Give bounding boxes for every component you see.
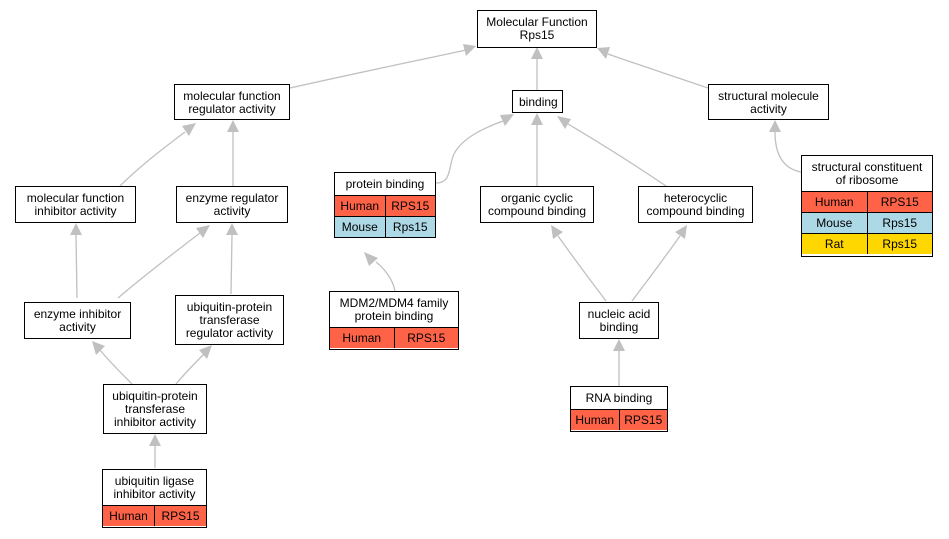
edge-mf-inhibitor-to-mf-regulator	[119, 131, 186, 187]
node-ubiquitin-ligase-inhibitor-activity[interactable]: ubiquitin ligase inhibitor activity Huma…	[102, 469, 207, 528]
species-row-mouse: Mouse Rps15	[335, 216, 435, 237]
edge-mf-regulator-to-root	[289, 49, 467, 89]
node-heterocyclic-compound-binding[interactable]: heterocyclic compound binding	[638, 186, 753, 223]
edge-arrowhead	[463, 44, 476, 56]
edge-structural-molecule-to-root	[607, 53, 709, 89]
edge-arrowhead	[196, 225, 210, 238]
gene-cell: Rps15	[384, 216, 435, 237]
species-cell: Mouse	[802, 212, 867, 234]
edge-mdm2-to-protein-binding	[375, 261, 396, 292]
node-molecular-function-root[interactable]: Molecular Function Rps15	[477, 10, 597, 48]
species-table: Human RPS15 Mouse Rps15	[335, 195, 435, 237]
node-organic-cyclic-compound-binding[interactable]: organic cyclic compound binding	[480, 186, 594, 223]
species-cell: Mouse	[335, 216, 385, 237]
node-title: enzyme regulator activity	[185, 191, 279, 218]
edge-enzyme-inhibitor-to-enzyme-regulator	[117, 232, 201, 299]
species-row-human: Human RPS15	[335, 195, 435, 217]
gene-cell: RPS15	[393, 327, 458, 348]
edge-arrowhead	[149, 434, 161, 446]
node-structural-constituent-of-ribosome[interactable]: structural constituent of ribosome Human…	[801, 155, 933, 257]
species-cell: Human	[802, 191, 867, 213]
node-title: protein binding	[345, 177, 425, 191]
edge-arrowhead	[227, 120, 239, 132]
node-title: organic cyclic compound binding	[487, 191, 587, 218]
species-row-rat: Rat Rps15	[802, 233, 932, 254]
edge-arrowhead	[199, 345, 212, 359]
gene-cell: Rps15	[866, 212, 932, 234]
edge-arrowhead	[675, 225, 687, 239]
species-cell: Human	[335, 195, 385, 217]
gene-cell: RPS15	[618, 409, 667, 430]
edge-arrowhead	[70, 223, 82, 235]
node-title: ubiquitin-protein transferase regulator …	[185, 300, 274, 340]
node-molecular-function-inhibitor-activity[interactable]: molecular function inhibitor activity	[15, 186, 136, 223]
edge-arrowhead	[92, 341, 105, 355]
species-row-human: Human RPS15	[802, 191, 932, 213]
node-title: enzyme inhibitor activity	[33, 307, 122, 334]
node-protein-binding[interactable]: protein binding Human RPS15 Mouse Rps15	[334, 172, 436, 238]
node-title: molecular function inhibitor activity	[26, 191, 125, 218]
species-cell: Rat	[802, 233, 867, 254]
edge-protein-binding-to-binding	[435, 120, 504, 184]
node-title: MDM2/MDM4 family protein binding	[339, 296, 449, 323]
gene-cell: RPS15	[866, 191, 932, 213]
species-table: Human RPS15	[571, 409, 667, 430]
species-cell: Human	[571, 409, 619, 430]
edge-ub-inhibitor-to-enzyme-inhibitor	[99, 349, 133, 385]
edge-ub-regulator-to-enzyme-regulator	[230, 234, 233, 295]
node-title: Molecular Function Rps15	[486, 15, 588, 42]
species-row-human: Human RPS15	[330, 327, 458, 348]
edge-arrowhead	[531, 47, 543, 59]
node-title: ubiquitin ligase inhibitor activity	[113, 474, 196, 501]
species-table: Human RPS15	[103, 505, 206, 526]
edge-arrowhead	[500, 114, 514, 126]
node-molecular-function-regulator-activity[interactable]: molecular function regulator activity	[174, 84, 290, 120]
node-title: ubiquitin-protein transferase inhibitor …	[112, 389, 198, 429]
species-row-human: Human RPS15	[103, 505, 206, 526]
node-title: nucleic acid binding	[587, 307, 651, 334]
node-title: binding	[519, 95, 558, 109]
edge-heterocyclic-to-binding	[567, 123, 667, 187]
edge-arrowhead	[613, 339, 625, 351]
edge-arrowhead	[597, 47, 610, 59]
node-enzyme-inhibitor-activity[interactable]: enzyme inhibitor activity	[24, 302, 131, 339]
species-table: Human RPS15 Mouse Rps15 Rat Rps15	[802, 191, 932, 254]
node-title: heterocyclic compound binding	[646, 191, 745, 218]
edge-arrowhead	[226, 223, 238, 235]
gene-cell: Rps15	[866, 233, 932, 254]
species-row-mouse: Mouse Rps15	[802, 212, 932, 234]
edge-structural-ribosome-to-structural-molecule	[774, 131, 802, 173]
edge-arrowhead	[364, 252, 378, 266]
edge-ub-inhibitor-to-ub-regulator	[175, 353, 205, 385]
species-cell: Human	[103, 505, 155, 526]
node-title: structural molecule activity	[718, 89, 819, 116]
species-cell: Human	[330, 327, 394, 348]
edge-nucleic-acid-to-organic-cyclic	[557, 235, 607, 302]
edge-enzyme-inhibitor-to-mf-inhibitor	[75, 234, 78, 299]
node-ubiquitin-protein-transferase-regulator-activity[interactable]: ubiquitin-protein transferase regulator …	[175, 295, 284, 345]
edge-arrowhead	[769, 120, 781, 132]
node-title: RNA binding	[585, 391, 653, 405]
gene-cell: RPS15	[384, 195, 435, 217]
edge-arrowhead	[182, 123, 196, 136]
node-ubiquitin-protein-transferase-inhibitor-activity[interactable]: ubiquitin-protein transferase inhibitor …	[103, 384, 207, 434]
node-mdm2-mdm4-family-protein-binding[interactable]: MDM2/MDM4 family protein binding Human R…	[329, 291, 459, 350]
node-enzyme-regulator-activity[interactable]: enzyme regulator activity	[176, 186, 288, 223]
node-nucleic-acid-binding[interactable]: nucleic acid binding	[579, 302, 659, 339]
node-rna-binding[interactable]: RNA binding Human RPS15	[570, 386, 668, 432]
gene-cell: RPS15	[154, 505, 206, 526]
species-row-human: Human RPS15	[571, 409, 667, 430]
edge-arrowhead	[531, 113, 543, 125]
node-binding[interactable]: binding	[512, 90, 563, 113]
node-title: molecular function regulator activity	[183, 89, 281, 116]
node-structural-molecule-activity[interactable]: structural molecule activity	[708, 84, 829, 120]
edge-nucleic-acid-to-heterocyclic	[631, 235, 681, 302]
edge-arrowhead	[551, 225, 563, 239]
node-title: structural constituent of ribosome	[811, 160, 923, 187]
edge-arrowhead	[557, 116, 571, 129]
species-table: Human RPS15	[330, 327, 458, 348]
